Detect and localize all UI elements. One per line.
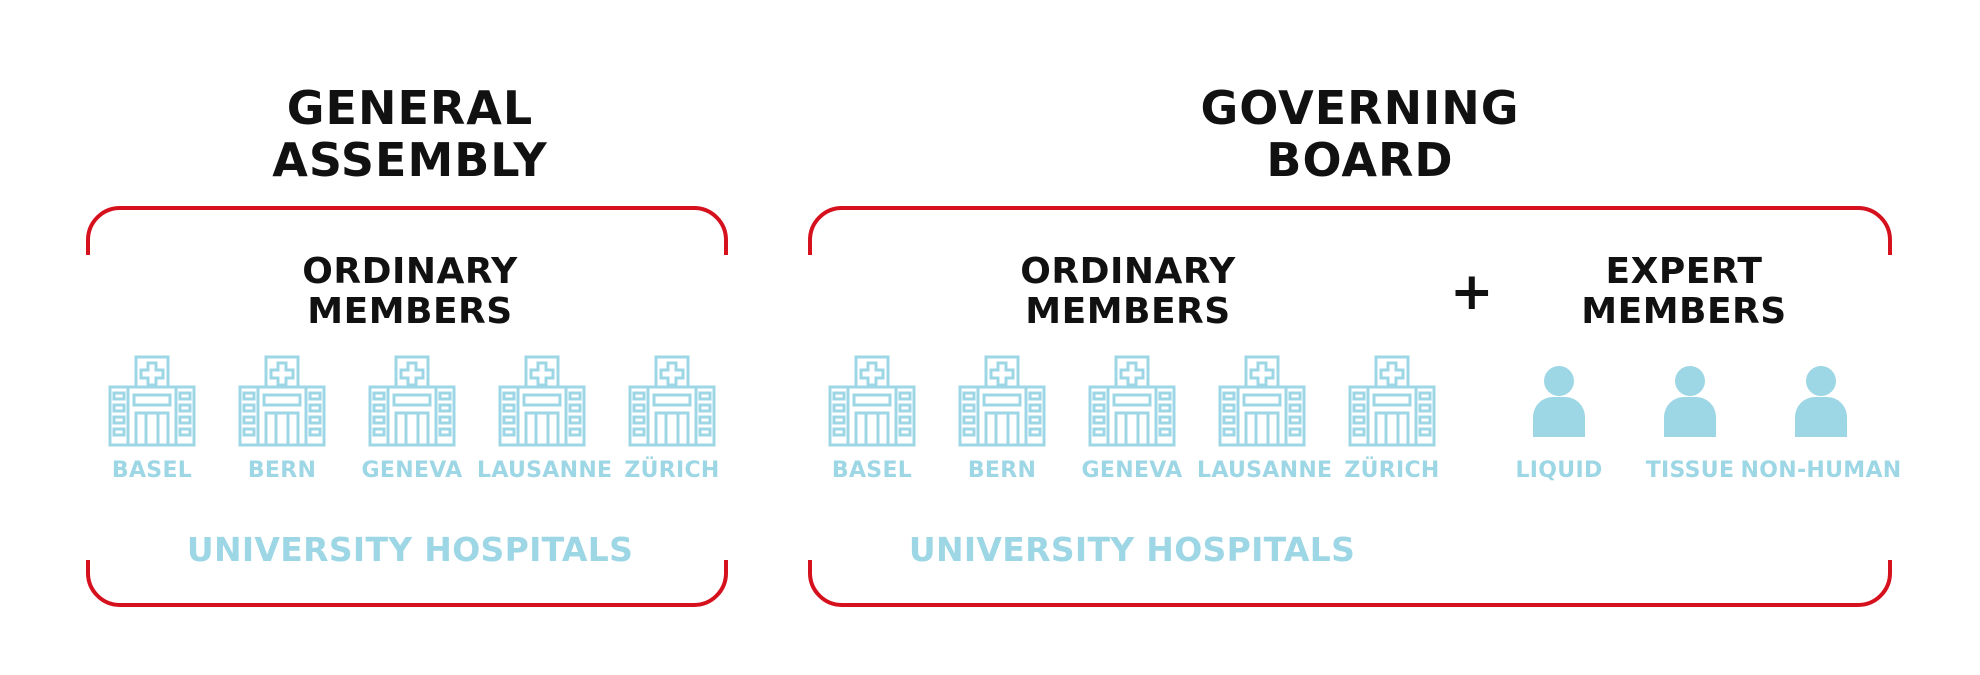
expert-members-heading: EXPERT MEMBERS: [1534, 252, 1834, 332]
governing-board-title-line1: GOVERNING: [1200, 81, 1520, 135]
ordinary-heading-line2: MEMBERS: [1025, 291, 1231, 332]
expert-label-non-human: NON-HUMAN: [1740, 458, 1902, 483]
person-icon: [1662, 365, 1718, 437]
hospital-icon: [1088, 355, 1176, 447]
expert-label-liquid: LIQUID: [1515, 458, 1603, 483]
hospital-icon: [1218, 355, 1306, 447]
hospital-icon: [628, 355, 716, 447]
hospital-label-geneva: GENEVA: [361, 458, 463, 483]
hospital-label-bern: BERN: [967, 458, 1037, 483]
general-assembly-bracket: [86, 206, 728, 607]
ordinary-heading-line2: MEMBERS: [307, 291, 513, 332]
governing-board-title: GOVERNING BOARD: [1180, 82, 1540, 186]
general-assembly-title: GENERAL ASSEMBLY: [230, 82, 590, 186]
ordinary-heading-line1: ORDINARY: [302, 251, 518, 292]
hospital-icon: [498, 355, 586, 447]
hospital-label-zurich: ZÜRICH: [624, 458, 720, 483]
university-hospitals-label: UNIVERSITY HOSPITALS: [186, 530, 634, 569]
governing-board-bracket: [808, 206, 1892, 607]
hospital-label-geneva: GENEVA: [1081, 458, 1183, 483]
governing-board-ordinary-members-heading: ORDINARY MEMBERS: [978, 252, 1278, 332]
general-assembly-title-line2: ASSEMBLY: [272, 133, 548, 187]
expert-label-tissue: TISSUE: [1645, 458, 1735, 483]
plus-sign: +: [1450, 262, 1494, 322]
person-icon: [1793, 365, 1849, 437]
hospital-icon: [958, 355, 1046, 447]
general-assembly-title-line1: GENERAL: [286, 81, 534, 135]
hospital-icon: [368, 355, 456, 447]
hospital-icon: [238, 355, 326, 447]
ordinary-heading-line1: ORDINARY: [1020, 251, 1236, 292]
hospital-label-bern: BERN: [247, 458, 317, 483]
university-hospitals-label: UNIVERSITY HOSPITALS: [908, 530, 1356, 569]
hospital-label-lausanne: LAUSANNE: [477, 458, 613, 483]
expert-heading-line1: EXPERT: [1605, 251, 1763, 292]
hospital-label-zurich: ZÜRICH: [1344, 458, 1440, 483]
hospital-icon: [828, 355, 916, 447]
hospital-label-basel: BASEL: [831, 458, 913, 483]
person-icon: [1531, 365, 1587, 437]
governing-board-title-line2: BOARD: [1266, 133, 1454, 187]
expert-heading-line2: MEMBERS: [1581, 291, 1787, 332]
general-assembly-ordinary-members-heading: ORDINARY MEMBERS: [260, 252, 560, 332]
hospital-icon: [108, 355, 196, 447]
hospital-icon: [1348, 355, 1436, 447]
hospital-label-lausanne: LAUSANNE: [1197, 458, 1333, 483]
hospital-label-basel: BASEL: [111, 458, 193, 483]
